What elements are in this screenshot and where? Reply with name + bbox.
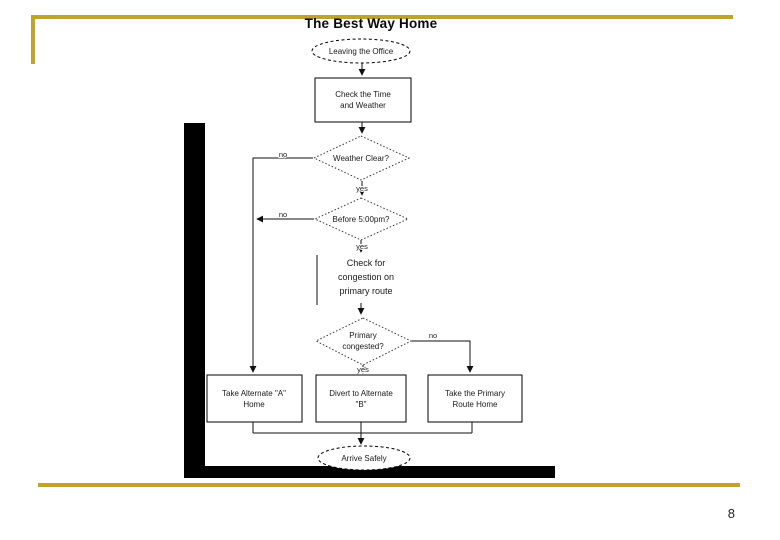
- check-congestion-line2: congestion on: [338, 272, 394, 282]
- divert-alt-b-line2: "B": [355, 400, 366, 409]
- take-primary-line2: Route Home: [453, 400, 498, 409]
- connector-weather-no: [249, 157, 313, 373]
- weather-clear-decision: [312, 135, 411, 181]
- check-time-line1: Check the Time: [335, 90, 391, 99]
- top-accent-rule: [31, 15, 733, 19]
- start-node-label: Leaving the Office: [329, 47, 394, 56]
- before-yes-label: yes: [356, 242, 368, 251]
- check-time-node: [314, 77, 412, 123]
- primary-congested-decision: [314, 317, 413, 366]
- page-number: 8: [727, 506, 735, 521]
- take-alt-a-line2: Home: [243, 400, 265, 409]
- primary-congested-line1: Primary: [349, 331, 377, 340]
- horizontal-black-bar: [184, 466, 555, 478]
- weather-clear-label: Weather Clear?: [333, 154, 389, 163]
- before-no-label: no: [279, 210, 287, 219]
- vertical-black-bar: [184, 123, 205, 478]
- primary-congested-line2: congested?: [342, 342, 384, 351]
- divert-alt-b-line1: Divert to Alternate: [329, 389, 393, 398]
- left-accent-tick: [31, 15, 35, 64]
- check-time-line2: and Weather: [340, 101, 386, 110]
- divert-alt-b-node: [315, 374, 407, 423]
- congested-yes-label: yes: [357, 365, 369, 374]
- take-primary-line1: Take the Primary: [445, 389, 505, 398]
- weather-yes-label: yes: [356, 184, 368, 193]
- check-congestion-line1: Check for: [347, 258, 386, 268]
- weather-no-label: no: [279, 150, 287, 159]
- take-primary-node: [427, 374, 523, 423]
- take-alt-a-node: [206, 374, 303, 423]
- before-5pm-decision: [313, 197, 410, 241]
- end-node-label: Arrive Safely: [341, 454, 386, 463]
- check-congestion-line3: primary route: [339, 286, 392, 296]
- bottom-accent-rule: [38, 483, 740, 487]
- congested-no-label: no: [429, 331, 437, 340]
- start-node: [311, 38, 411, 64]
- take-alt-a-line1: Take Alternate "A": [222, 389, 286, 398]
- before-5pm-label: Before 5:00pm?: [333, 215, 390, 224]
- end-node: [317, 445, 411, 471]
- connector-congested-no: [411, 340, 474, 373]
- slide-title: The Best Way Home: [304, 16, 438, 31]
